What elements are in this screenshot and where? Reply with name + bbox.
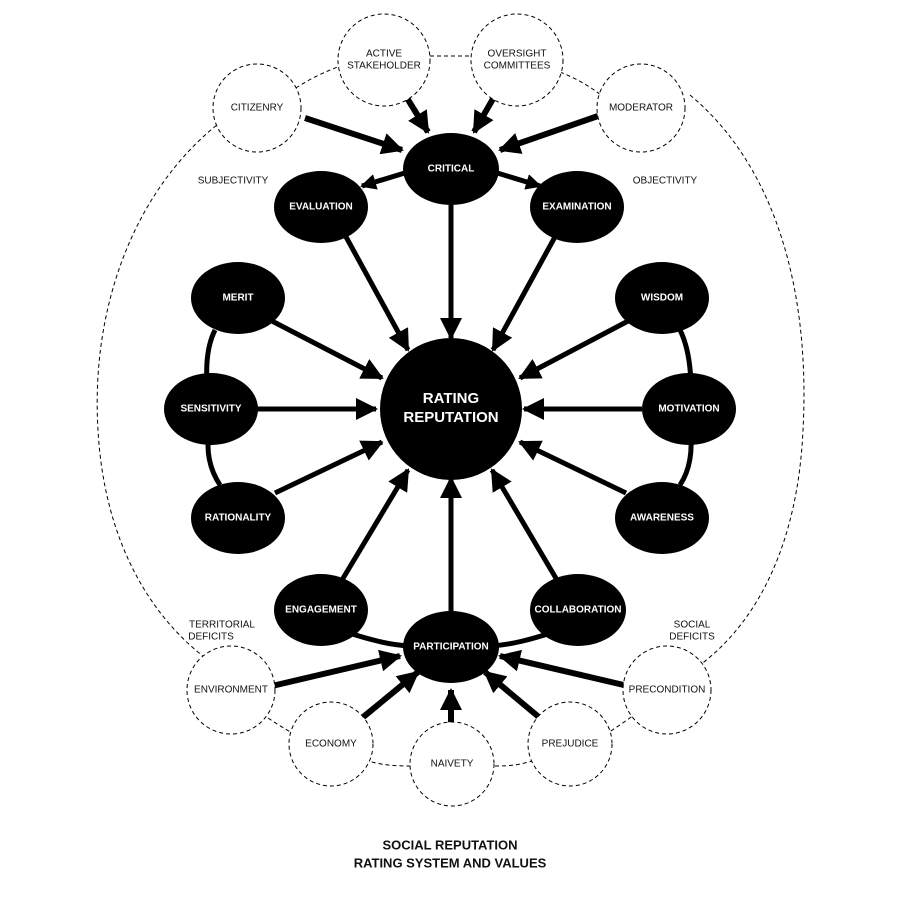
- svg-text:EXAMINATION: EXAMINATION: [542, 202, 611, 213]
- svg-text:WISDOM: WISDOM: [641, 293, 683, 304]
- caption-line-2: RATING SYSTEM AND VALUES: [354, 855, 547, 870]
- svg-text:ACTIVE: ACTIVE: [366, 49, 402, 60]
- region-label-territorial-deficits-1: TERRITORIAL: [189, 620, 255, 631]
- outer-node-active-stakeholder: ACTIVE STAKEHOLDER: [337, 13, 431, 107]
- svg-text:MERIT: MERIT: [222, 293, 253, 304]
- node-evaluation: EVALUATION: [274, 171, 368, 243]
- outer-node-precondition: PRECONDITION: [622, 645, 712, 735]
- node-awareness: AWARENESS: [615, 482, 709, 554]
- node-examination: EXAMINATION: [530, 171, 624, 243]
- arrows-to-center: [255, 205, 642, 612]
- outer-top-links: [289, 55, 606, 99]
- outer-dashed-boundary: [96, 94, 805, 666]
- svg-text:REPUTATION: REPUTATION: [403, 409, 498, 426]
- outer-node-oversight-committees: OVERSIGHT COMMITTEES: [470, 13, 564, 107]
- node-rationality: RATIONALITY: [191, 482, 285, 554]
- node-motivation: MOTIVATION: [642, 373, 736, 445]
- svg-text:MODERATOR: MODERATOR: [609, 103, 673, 114]
- svg-text:NAIVETY: NAIVETY: [431, 759, 474, 770]
- node-merit: MERIT: [191, 262, 285, 334]
- center-node-rating-reputation: RATING REPUTATION: [380, 338, 522, 480]
- region-label-subjectivity: SUBJECTIVITY: [198, 176, 269, 187]
- node-sensitivity: SENSITIVITY: [164, 373, 258, 445]
- critical-branch-arrows: [360, 169, 542, 190]
- svg-text:RATIONALITY: RATIONALITY: [205, 513, 272, 524]
- svg-text:ENVIRONMENT: ENVIRONMENT: [194, 685, 268, 696]
- arrows-to-participation: [271, 649, 629, 724]
- node-critical: CRITICAL: [403, 133, 499, 205]
- svg-text:EVALUATION: EVALUATION: [289, 202, 353, 213]
- svg-text:PREJUDICE: PREJUDICE: [542, 739, 599, 750]
- region-label-territorial-deficits-2: DEFICITS: [188, 632, 234, 643]
- svg-text:ECONOMY: ECONOMY: [305, 739, 357, 750]
- node-participation: PARTICIPATION: [403, 611, 499, 683]
- svg-text:CRITICAL: CRITICAL: [428, 164, 475, 175]
- outer-node-economy: ECONOMY: [288, 701, 374, 787]
- region-label-social-deficits-2: DEFICITS: [669, 632, 715, 643]
- svg-text:MOTIVATION: MOTIVATION: [658, 404, 719, 415]
- outer-node-moderator: MODERATOR: [596, 63, 686, 153]
- node-collaboration: COLLABORATION: [530, 574, 626, 646]
- outer-node-prejudice: PREJUDICE: [527, 701, 613, 787]
- svg-text:CITIZENRY: CITIZENRY: [231, 103, 284, 114]
- svg-text:RATING: RATING: [423, 390, 479, 407]
- svg-text:ENGAGEMENT: ENGAGEMENT: [285, 605, 357, 616]
- svg-text:STAKEHOLDER: STAKEHOLDER: [347, 61, 421, 72]
- svg-text:OVERSIGHT: OVERSIGHT: [488, 49, 547, 60]
- svg-text:AWARENESS: AWARENESS: [630, 513, 694, 524]
- node-wisdom: WISDOM: [615, 262, 709, 334]
- outer-node-citizenry: CITIZENRY: [212, 63, 302, 153]
- outer-bottom-links: [267, 713, 636, 767]
- svg-text:PRECONDITION: PRECONDITION: [629, 685, 706, 696]
- svg-text:PARTICIPATION: PARTICIPATION: [413, 642, 489, 653]
- svg-text:COLLABORATION: COLLABORATION: [534, 605, 621, 616]
- outer-node-naivety: NAIVETY: [409, 721, 495, 807]
- node-engagement: ENGAGEMENT: [274, 574, 368, 646]
- svg-text:COMMITTEES: COMMITTEES: [484, 61, 551, 72]
- svg-text:SENSITIVITY: SENSITIVITY: [180, 404, 241, 415]
- caption-line-1: SOCIAL REPUTATION: [382, 837, 517, 852]
- region-label-objectivity: OBJECTIVITY: [633, 176, 698, 187]
- region-label-social-deficits-1: SOCIAL: [674, 620, 711, 631]
- outer-node-environment: ENVIRONMENT: [186, 645, 276, 735]
